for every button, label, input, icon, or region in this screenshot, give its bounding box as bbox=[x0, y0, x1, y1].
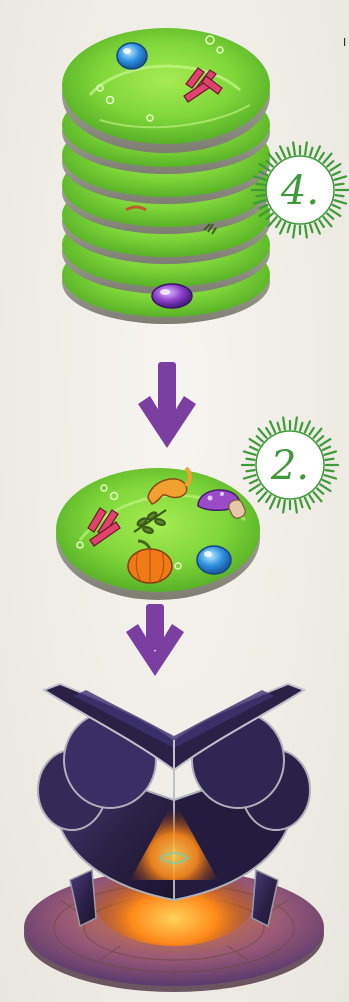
blue-gem-icon bbox=[197, 546, 231, 574]
badge-ray bbox=[270, 498, 275, 509]
edge-mark: I bbox=[343, 36, 346, 49]
badge-ray bbox=[320, 439, 330, 445]
badge-ray bbox=[305, 421, 310, 432]
badge-ray bbox=[283, 417, 285, 429]
badge-ray bbox=[295, 501, 297, 513]
badge-ray bbox=[325, 475, 337, 478]
badge-ray bbox=[327, 214, 333, 219]
badge-ray bbox=[317, 436, 323, 441]
badge-ray bbox=[246, 470, 254, 471]
badge-ray bbox=[324, 217, 332, 226]
badge-ray bbox=[280, 146, 285, 157]
badge-ray bbox=[336, 195, 344, 196]
badge-ray bbox=[333, 205, 340, 208]
badge-ray bbox=[244, 475, 256, 478]
badge-ray bbox=[250, 480, 257, 483]
badge-ray bbox=[257, 489, 263, 494]
badge-ray bbox=[315, 146, 320, 157]
badge-ray bbox=[295, 417, 297, 429]
badge-ray bbox=[259, 429, 267, 438]
badge-ray bbox=[278, 500, 280, 508]
badge-ray bbox=[330, 209, 340, 215]
down-arrow-icon bbox=[138, 362, 196, 448]
badge-ray bbox=[256, 184, 264, 185]
badge-ray bbox=[327, 161, 333, 166]
badge-ray bbox=[244, 451, 256, 454]
down-arrow-icon bbox=[126, 604, 184, 676]
badge-ray bbox=[333, 172, 340, 175]
badge-ray bbox=[305, 226, 307, 238]
badge-ray bbox=[276, 153, 280, 160]
blue-gem-icon bbox=[117, 43, 147, 69]
badge-ray bbox=[276, 220, 280, 227]
badge-ray bbox=[315, 223, 320, 234]
badge-ray bbox=[266, 495, 270, 502]
badge-ray bbox=[288, 148, 290, 156]
badge-ray bbox=[309, 428, 313, 435]
badge-ray bbox=[330, 164, 340, 170]
badge-ray bbox=[259, 492, 267, 501]
badge-ray bbox=[266, 428, 270, 435]
badge-ray bbox=[324, 154, 332, 163]
badge-ray bbox=[270, 421, 275, 432]
ingredient-disc-stack bbox=[62, 28, 270, 324]
badge-ray bbox=[335, 176, 347, 179]
badge-ray bbox=[278, 423, 280, 431]
badge-ray bbox=[293, 142, 295, 154]
badge-ray bbox=[257, 436, 263, 441]
badge-ray bbox=[335, 200, 347, 203]
badge-ray bbox=[319, 153, 323, 160]
badge-ray bbox=[310, 148, 312, 156]
badge-ray bbox=[326, 459, 334, 460]
badge-ray bbox=[300, 500, 302, 508]
badge-ray bbox=[314, 492, 322, 501]
badge-ray bbox=[336, 184, 344, 185]
badge-ray bbox=[246, 459, 254, 460]
badge-ray bbox=[250, 439, 260, 445]
badge-ray bbox=[317, 489, 323, 494]
badge-ray bbox=[250, 484, 260, 490]
badge-ray bbox=[326, 470, 334, 471]
badge-ray bbox=[256, 195, 264, 196]
badge-ray bbox=[319, 220, 323, 227]
badge-ray bbox=[280, 223, 285, 234]
stack-count-label: 4. bbox=[280, 168, 319, 214]
badge-ray bbox=[283, 501, 285, 513]
plate-count-label: 2. bbox=[270, 443, 309, 489]
badge-ray bbox=[323, 447, 330, 450]
cauldron-illustration bbox=[24, 684, 324, 992]
badge-ray bbox=[309, 495, 313, 502]
purple-gem-icon bbox=[152, 284, 192, 308]
badge-ray bbox=[305, 498, 310, 509]
badge-ray bbox=[314, 429, 322, 438]
badge-ray bbox=[288, 225, 290, 233]
badge-ray bbox=[310, 225, 312, 233]
stack-disc-top bbox=[62, 28, 270, 153]
badge-ray bbox=[325, 451, 337, 454]
badge-ray bbox=[300, 423, 302, 431]
badge-ray bbox=[320, 484, 330, 490]
badge-ray bbox=[323, 480, 330, 483]
badge-ray bbox=[293, 226, 295, 238]
plate-count-badge: 2. bbox=[242, 417, 338, 512]
badge-ray bbox=[250, 447, 257, 450]
badge-ray bbox=[305, 142, 307, 154]
